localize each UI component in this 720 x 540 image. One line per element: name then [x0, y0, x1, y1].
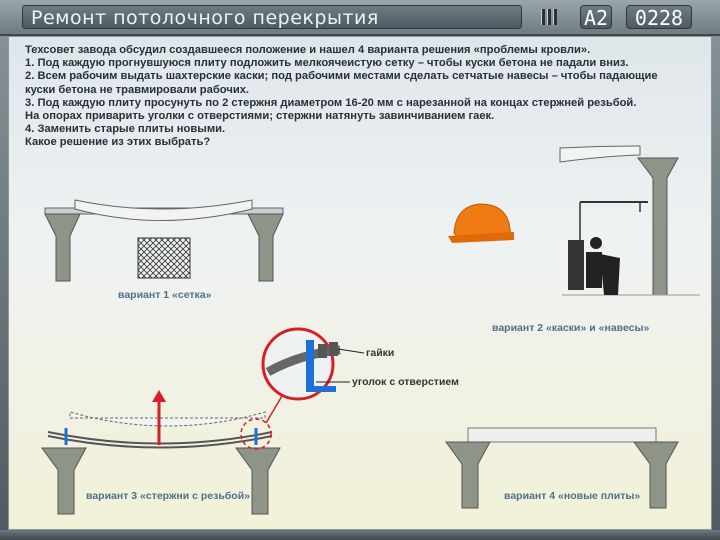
variant1-illustration [44, 199, 284, 282]
variant4-caption: вариант 4 «новые плиты» [504, 490, 641, 502]
grip-icon [541, 9, 559, 25]
section-badge[interactable]: А2 [580, 5, 612, 30]
window-title: Ремонт потолочного перекрытия [22, 5, 522, 29]
variant4-illustration [445, 427, 679, 509]
bottom-bar [0, 530, 720, 540]
text-line: Какое решение из этих выбрать? [25, 136, 211, 149]
nuts-label: гайки [366, 347, 395, 359]
code-badge[interactable]: 0228 [626, 5, 692, 30]
text-line: Техсовет завода обсудил создавшееся поло… [25, 44, 591, 56]
text-line: 3. Под каждую плиту просунуть по 2 стерж… [25, 96, 637, 109]
text-line: 4. Заменить старые плиты новыми. [25, 123, 226, 136]
variant2-caption: вариант 2 «каски» и «навесы» [492, 322, 650, 334]
text-line: 1. Под каждую прогнувшуюся плиту подложи… [25, 57, 629, 70]
angle-label: уголок с отверстием [352, 376, 459, 388]
problem-text: Техсовет завода обсудил создавшееся поло… [25, 44, 658, 150]
title-bar: Ремонт потолочного перекрытия А2 0228 [0, 0, 720, 36]
variant3-caption: вариант 3 «стержни с резьбой» [86, 490, 250, 502]
text-line: 2. Всем рабочим выдать шахтерские каски;… [25, 70, 658, 83]
helmet-icon [448, 203, 514, 243]
text-line: куски бетона не травмировали рабочих. [25, 83, 250, 96]
variant2-illustration [559, 145, 700, 296]
variant3-illustration [41, 327, 365, 515]
variant1-caption: вариант 1 «сетка» [118, 289, 212, 301]
text-line: На опорах приварить уголки с отверстиями… [25, 110, 495, 123]
